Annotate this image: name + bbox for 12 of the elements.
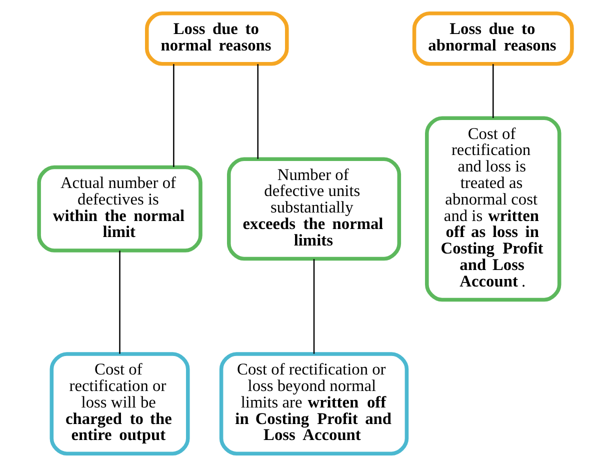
connector xyxy=(119,250,120,354)
connector xyxy=(257,64,259,159)
node-box: Cost of rectification and loss is treated as abnormal cost and is written off as loss in Costing Profit and Loss Account. xyxy=(425,116,562,302)
node-box: Cost of rectification or loss beyond normal limits are written off in Costing Profit and Loss Account xyxy=(219,352,409,456)
node-box: Loss due to abnormal reasons xyxy=(412,12,574,66)
node-box: Actual number of defectives is within the normal limit xyxy=(37,165,202,252)
node-box: Number of defective units substantially exceeds the normal limits xyxy=(226,157,402,261)
node-box: Loss due to normal reasons xyxy=(145,12,289,66)
node-box: Cost of rectification or loss will be charged to the entire output xyxy=(50,352,190,456)
connector xyxy=(492,64,494,118)
connector xyxy=(173,64,174,168)
connector xyxy=(313,259,315,354)
